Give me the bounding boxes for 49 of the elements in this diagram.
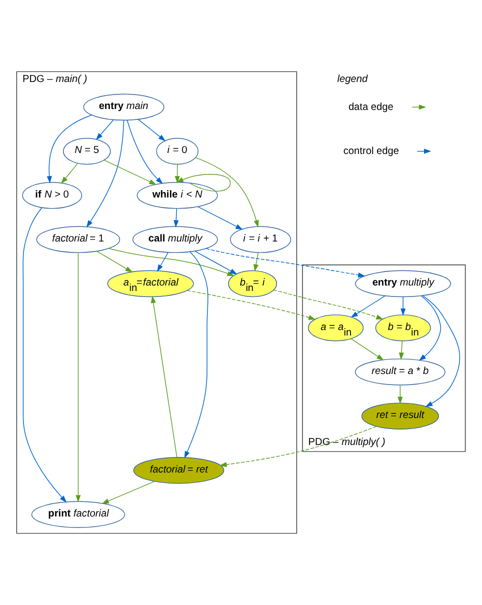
arrow <box>206 248 366 278</box>
node-ellipse: factorial = 1 <box>36 226 120 253</box>
arrow <box>254 252 259 272</box>
legend-label: data edge <box>348 102 394 113</box>
arrow <box>22 207 67 503</box>
node-ellipse: if N > 0 <box>22 182 82 209</box>
arrow <box>138 118 166 142</box>
arrow <box>96 119 114 140</box>
node-ellipse: call multiply <box>132 226 218 253</box>
arrow <box>422 295 460 407</box>
arrow <box>350 295 386 318</box>
arrow <box>102 481 155 504</box>
arrow <box>184 252 208 458</box>
node-ellipse: i = i + 1 <box>230 226 292 253</box>
arrow <box>108 248 235 276</box>
arrow <box>186 290 316 320</box>
node-ellipse: print factorial <box>31 501 125 528</box>
arrow <box>104 160 156 185</box>
arrow <box>198 206 243 230</box>
arrow <box>150 296 178 458</box>
node-ellipse: factorial = ret <box>133 456 224 484</box>
arrow <box>174 208 179 228</box>
arrow <box>194 250 238 274</box>
legend-label: control edge <box>343 146 400 157</box>
arrow <box>400 296 406 316</box>
label: legend <box>337 74 368 85</box>
node-ellipse: entry main <box>83 94 164 121</box>
arrow <box>157 252 168 272</box>
node-ellipse: while i < N <box>136 182 218 209</box>
node-ellipse: entry multiply <box>355 270 452 298</box>
arrow <box>86 120 124 228</box>
arrow <box>96 250 133 272</box>
arrow <box>219 426 377 468</box>
arrow <box>398 340 404 360</box>
node-ellipse: N = 5 <box>63 138 111 165</box>
node-ellipse: ret = result <box>361 402 439 430</box>
arrow <box>176 174 231 192</box>
node-ellipse: i = 0 <box>156 138 198 165</box>
arrow <box>398 384 403 404</box>
arrow <box>76 252 81 502</box>
arrow <box>61 163 78 184</box>
node-ellipse: result = a* b <box>354 358 446 386</box>
arrow <box>350 338 384 360</box>
arrow <box>273 290 384 320</box>
arrow <box>195 157 259 228</box>
arrow <box>174 164 180 184</box>
arrow <box>418 296 442 361</box>
arrow <box>46 114 92 184</box>
arrow <box>126 120 163 184</box>
